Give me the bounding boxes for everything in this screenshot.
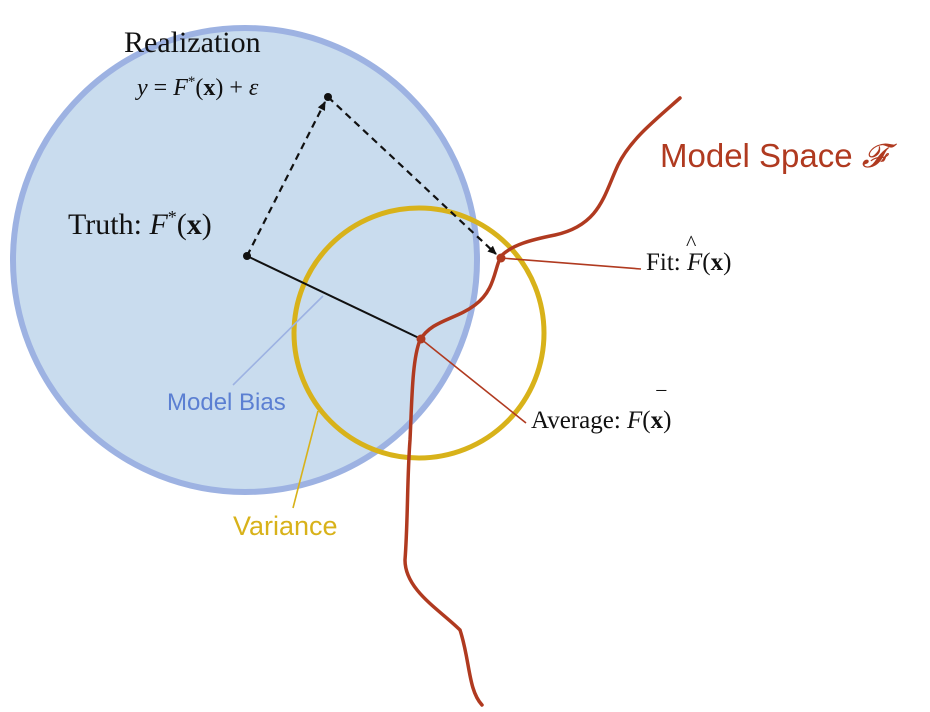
realization-title: Realization (124, 26, 261, 59)
model-bias-label: Model Bias (167, 389, 286, 416)
average-point (416, 334, 426, 344)
variance-label: Variance (233, 511, 338, 541)
fit-point (496, 253, 506, 263)
variance-circle (291, 205, 547, 461)
fit-leader-line (500, 257, 642, 270)
model-bias-leader-line (232, 295, 324, 386)
realization-point (324, 93, 332, 101)
noise-arrow (246, 101, 326, 257)
truth-point (243, 252, 251, 260)
truth-label: Truth: F*(x) (68, 207, 212, 241)
model-space-curve (403, 96, 682, 707)
bias-line (246, 255, 422, 340)
average-leader-line (420, 338, 527, 424)
average-label: Average: F(x) (531, 407, 671, 434)
fit-hat-mark: ^ (686, 230, 697, 255)
realization-equation: y = F*(x) + ε (135, 74, 259, 101)
truth-disc (10, 25, 480, 495)
fit-arrow (327, 96, 497, 255)
average-bar-mark: ‾ (656, 388, 667, 417)
variance-leader-line (292, 410, 319, 509)
model-space-label: Model Space 𝓕 (660, 136, 898, 175)
fit-label: Fit: F(x) (646, 249, 731, 276)
